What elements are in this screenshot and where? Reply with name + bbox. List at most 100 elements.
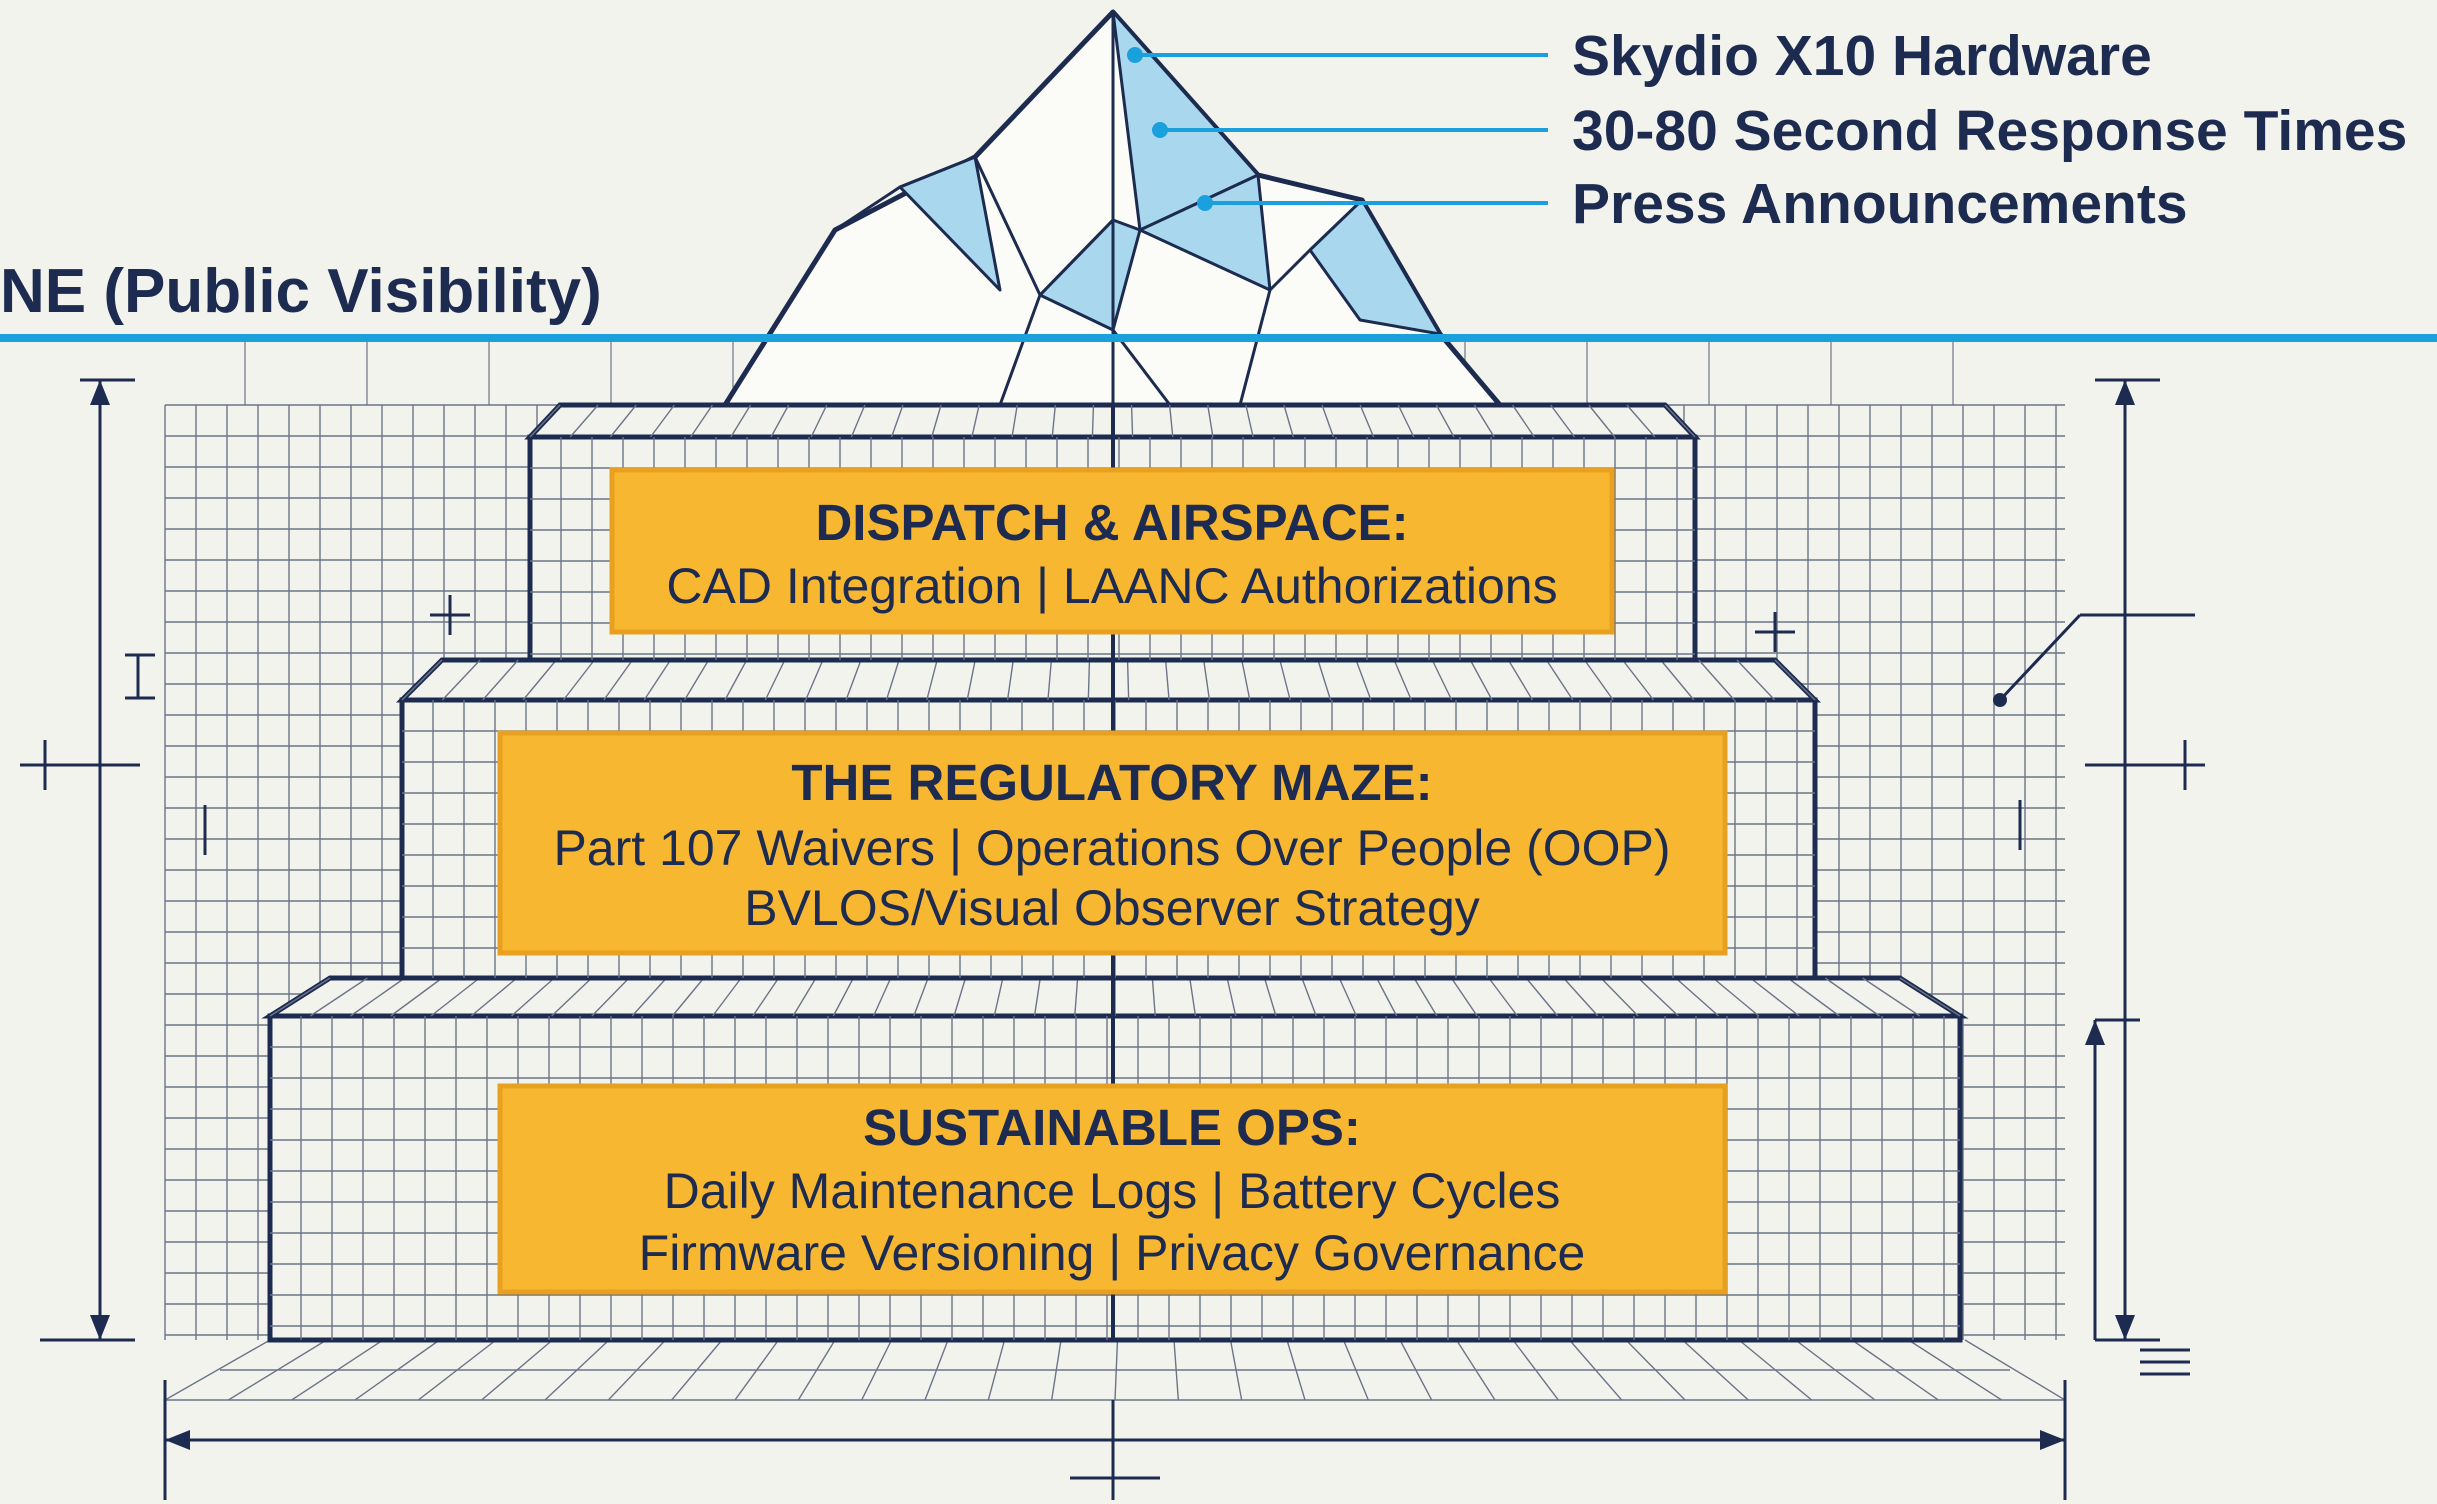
- layer-grid-line: [1584, 659, 1614, 701]
- layer-grid-line: [562, 659, 595, 701]
- layer-grid-line: [1736, 659, 1776, 701]
- layer-grid-line: [712, 977, 742, 1017]
- layer-grid-line: [1301, 977, 1317, 1017]
- layer-grid-line: [1203, 659, 1211, 701]
- layer-grid-line: [1626, 404, 1656, 438]
- tier-detail: Part 107 Waivers | Operations Over Peopl…: [553, 820, 1670, 876]
- layer-grid-line: [1355, 659, 1372, 701]
- layer-grid-line: [522, 659, 557, 701]
- iceberg-tip: [722, 9, 1503, 408]
- layer-grid-line: [805, 659, 824, 701]
- layer-grid-line: [993, 977, 1004, 1017]
- layer-grid-line: [953, 977, 967, 1017]
- tier-label-box: [497, 1083, 1728, 1295]
- layer-grid-line: [1450, 977, 1478, 1017]
- layer-grid-line: [1091, 404, 1095, 438]
- layer-grid-line: [752, 977, 780, 1017]
- callout-dot: [1127, 47, 1143, 63]
- layer-grid-line: [1051, 404, 1057, 438]
- layer-grid-line: [401, 659, 443, 701]
- layer-grid-line: [609, 404, 637, 438]
- layer-grid-line: [390, 977, 443, 1017]
- callouts: [1127, 47, 1548, 211]
- layer-grid-line: [1488, 977, 1518, 1017]
- layer-grid-line: [931, 404, 942, 438]
- layer-grid-line: [1525, 977, 1559, 1017]
- layer-grid-line: [1317, 659, 1332, 701]
- layer-grid-line: [603, 659, 633, 701]
- layer-grid-line: [643, 659, 672, 701]
- callout-dot: [1152, 122, 1168, 138]
- layer-grid-line: [730, 404, 752, 438]
- layer-grid-line: [832, 977, 854, 1017]
- layer-grid-line: [1588, 404, 1616, 438]
- tier-label: THE REGULATORY MAZE: Part 107 Waivers | …: [497, 730, 1728, 956]
- layer-grid-line: [1664, 404, 1696, 438]
- layer-grid-line: [1164, 659, 1170, 701]
- layer-grid-line: [926, 659, 938, 701]
- layer-grid-line: [764, 659, 786, 701]
- floor-grid-line: [1964, 1339, 2066, 1401]
- layer-grid-line: [1637, 977, 1679, 1017]
- layer-grid-line: [1862, 977, 1921, 1017]
- layer-grid-line: [1698, 659, 1735, 701]
- layer-grid-line: [1283, 404, 1294, 438]
- layer-grid-line: [724, 659, 748, 701]
- layer-grid-line: [1397, 404, 1415, 438]
- layer-grid-line: [792, 977, 817, 1017]
- waterline-label: NE (Public Visibility): [0, 257, 602, 326]
- layer-grid-line: [631, 977, 667, 1017]
- layer-grid-line: [1512, 404, 1535, 438]
- layer-grid-line: [269, 977, 331, 1017]
- layer-grid-line: [1033, 977, 1041, 1017]
- layer-grid-line: [1899, 977, 1961, 1017]
- layer-grid-line: [430, 977, 480, 1017]
- layer-grid-line: [1507, 659, 1534, 701]
- layer-grid-line: [1660, 659, 1695, 701]
- layer-grid-line: [845, 659, 862, 701]
- layer-grid-line: [1622, 659, 1655, 701]
- layer-grid-line: [1359, 404, 1375, 438]
- layer-grid-line: [1241, 659, 1251, 701]
- layer-grid-line: [1750, 977, 1800, 1017]
- tier-label-box: [497, 730, 1728, 956]
- tier-detail: Firmware Versioning | Privacy Governance: [639, 1225, 1586, 1281]
- layer-grid-line: [1245, 404, 1254, 438]
- layer-grid-line: [1469, 659, 1493, 701]
- layer-grid-line: [1545, 659, 1574, 701]
- tier-detail: BVLOS/Visual Observer Strategy: [744, 880, 1480, 936]
- layer-grid-line: [1824, 977, 1880, 1017]
- layer-grid-line: [1168, 404, 1174, 438]
- callout-dot: [1197, 195, 1213, 211]
- layer-grid-line: [1130, 404, 1134, 438]
- layer-grid-line: [551, 977, 593, 1017]
- layer-grid-line: [1189, 977, 1197, 1017]
- floor-grid-line: [164, 1339, 271, 1401]
- tier-title: THE REGULATORY MAZE:: [791, 754, 1432, 811]
- layer-grid-line: [1126, 659, 1130, 701]
- layer-grid-line: [966, 659, 976, 701]
- callout-label: Skydio X10 Hardware: [1572, 24, 2152, 88]
- layer-grid-line: [1226, 977, 1237, 1017]
- tier-detail: Daily Maintenance Logs | Battery Cycles: [664, 1163, 1561, 1219]
- layer-grid-line: [482, 659, 519, 701]
- tier-title: DISPATCH & AIRSPACE:: [815, 494, 1408, 551]
- layer-grid-line: [510, 977, 555, 1017]
- layer-grid-line: [309, 977, 368, 1017]
- layer-grid-line: [1712, 977, 1760, 1017]
- dimension-marks: [20, 378, 2205, 1500]
- layer-grid-line: [1321, 404, 1335, 438]
- layer-grid-line: [1550, 404, 1576, 438]
- tier-title: SUSTAINABLE OPS:: [863, 1099, 1361, 1156]
- callout-label: 30-80 Second Response Times: [1572, 99, 2407, 163]
- layer-grid-line: [591, 977, 630, 1017]
- layer-grid-line: [1263, 977, 1277, 1017]
- layer-grid-line: [350, 977, 406, 1017]
- layer-grid-line: [890, 404, 904, 438]
- layer-grid-line: [1393, 659, 1412, 701]
- layer-grid-line: [1151, 977, 1156, 1017]
- callout-label: Press Announcements: [1572, 172, 2188, 236]
- layer-grid-line: [1047, 659, 1053, 701]
- layer-top-face: [395, 657, 1822, 703]
